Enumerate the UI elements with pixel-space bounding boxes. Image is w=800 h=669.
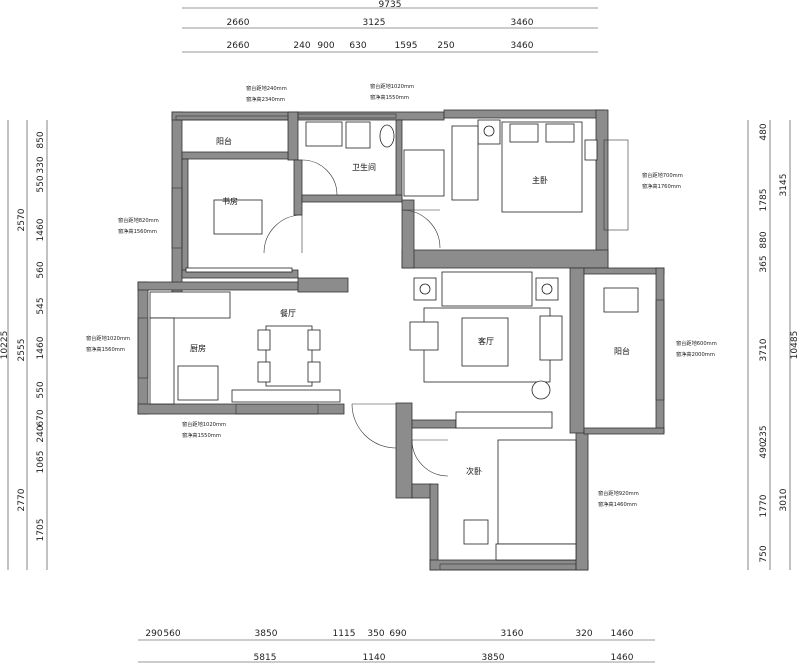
dim-right-outer: 3010	[779, 488, 789, 511]
label-second-bedroom: 次卧	[466, 466, 482, 476]
dim-right-inner: 750	[759, 545, 769, 562]
dim-left-inner: 850	[36, 131, 46, 148]
dim-bottom-row1: 350	[367, 629, 384, 639]
dim-right-inner: 880	[759, 231, 769, 248]
dim-bottom-row1: 1115	[333, 629, 356, 639]
dim-left-inner: 550	[36, 175, 46, 192]
dim-top-row2: 2660	[227, 41, 250, 51]
label-balcony-top: 阳台	[216, 136, 232, 146]
note-study-1: 窗台距地820mm	[118, 216, 159, 224]
dim-top-total: 9735	[379, 0, 402, 10]
dim-bottom-row2: 1140	[363, 653, 386, 663]
dim-top-row2: 240	[293, 41, 310, 51]
dim-left-inner: 545	[36, 297, 46, 314]
dim-bottom-row1: 1460	[611, 629, 634, 639]
dim-bottom-row1: 320	[575, 629, 592, 639]
dim-bottom-row2: 3850	[482, 653, 505, 663]
dim-right-inner: 235	[759, 425, 769, 442]
doors	[263, 159, 449, 477]
label-bathroom: 卫生间	[352, 162, 376, 172]
dim-right-inner: 480	[759, 123, 769, 140]
dim-left-outer: 2770	[17, 488, 27, 511]
dim-top-row2: 1595	[395, 41, 418, 51]
label-study: 书房	[222, 196, 238, 206]
dim-right-inner: 3710	[759, 338, 769, 361]
note-balcony-2: 窗净高2000mm	[676, 350, 715, 358]
note-top-left-2: 窗净高2340mm	[246, 95, 285, 103]
dim-bottom-row1: 560	[163, 629, 180, 639]
dim-left-total: 10225	[0, 331, 10, 360]
note-second-1: 窗台距地920mm	[598, 489, 639, 497]
note-master-2: 窗净高1760mm	[642, 182, 681, 190]
label-kitchen: 厨房	[190, 343, 206, 353]
dim-right-outer: 3145	[779, 174, 789, 197]
dim-left-inner: 670	[36, 409, 46, 426]
furniture	[149, 119, 639, 561]
dim-bottom-row1: 690	[389, 629, 406, 639]
dim-right-total: 10485	[790, 331, 800, 360]
dim-left-inner: 1460	[36, 336, 46, 359]
note-top-mid-1: 窗台距地1020mm	[370, 82, 414, 90]
label-dining: 餐厅	[280, 309, 296, 318]
label-living: 客厅	[478, 336, 494, 346]
dim-top-row1: 2660	[227, 18, 250, 28]
note-balcony-1: 窗台距地600mm	[676, 339, 717, 347]
dim-right-inner: 1770	[759, 494, 769, 517]
dim-right-inner: 490	[759, 441, 769, 458]
dim-bottom-row1: 3850	[255, 629, 278, 639]
note-dining-2: 窗净高1550mm	[182, 431, 221, 439]
dim-left-outer: 2555	[17, 339, 27, 362]
room-labels: 阳台 卫生间 主卧 书房 餐厅 厨房 客厅 阳台 次卧	[190, 136, 630, 476]
dim-top-row2: 900	[317, 41, 334, 51]
walls	[137, 109, 665, 571]
note-kitchen-1: 窗台距地1020mm	[86, 334, 130, 342]
note-study-2: 窗净高1560mm	[118, 227, 157, 235]
dim-right-inner: 365	[759, 255, 769, 272]
note-top-mid-2: 窗净高1550mm	[370, 93, 409, 101]
label-balcony-right: 阳台	[614, 346, 630, 356]
dim-left-inner: 560	[36, 261, 46, 278]
dim-top-row2: 250	[437, 41, 454, 51]
note-kitchen-2: 窗净高1560mm	[86, 345, 125, 353]
window-notes: 窗台距地240mm 窗净高2340mm 窗台距地1020mm 窗净高1550mm…	[86, 82, 717, 508]
dim-right-inner: 1785	[759, 189, 769, 212]
note-master-1: 窗台距地700mm	[642, 171, 683, 179]
label-master-bedroom: 主卧	[532, 175, 548, 185]
note-dining-1: 窗台距地1020mm	[182, 420, 226, 428]
note-second-2: 窗净高1460mm	[598, 500, 637, 508]
dim-top-row2: 630	[349, 41, 366, 51]
dim-left-inner: 330	[36, 156, 46, 173]
note-top-left-1: 窗台距地240mm	[246, 84, 287, 92]
dim-left-inner: 1065	[36, 451, 46, 474]
dim-bottom-row2: 1460	[611, 653, 634, 663]
dim-top-row1: 3125	[363, 18, 386, 28]
dim-left-outer: 2570	[17, 208, 27, 231]
dim-left-inner: 1705	[36, 519, 46, 542]
dim-top-row1: 3460	[511, 18, 534, 28]
dim-bottom-row1: 3160	[501, 629, 524, 639]
dim-top-row2: 3460	[511, 41, 534, 51]
dim-bottom-row2: 5815	[254, 653, 277, 663]
dim-left-inner: 240	[36, 425, 46, 442]
dimension-lines	[7, 7, 791, 663]
dim-left-inner: 1460	[36, 218, 46, 241]
dim-bottom-row1: 290	[145, 629, 162, 639]
windows	[137, 113, 665, 571]
dim-left-inner: 550	[36, 381, 46, 398]
